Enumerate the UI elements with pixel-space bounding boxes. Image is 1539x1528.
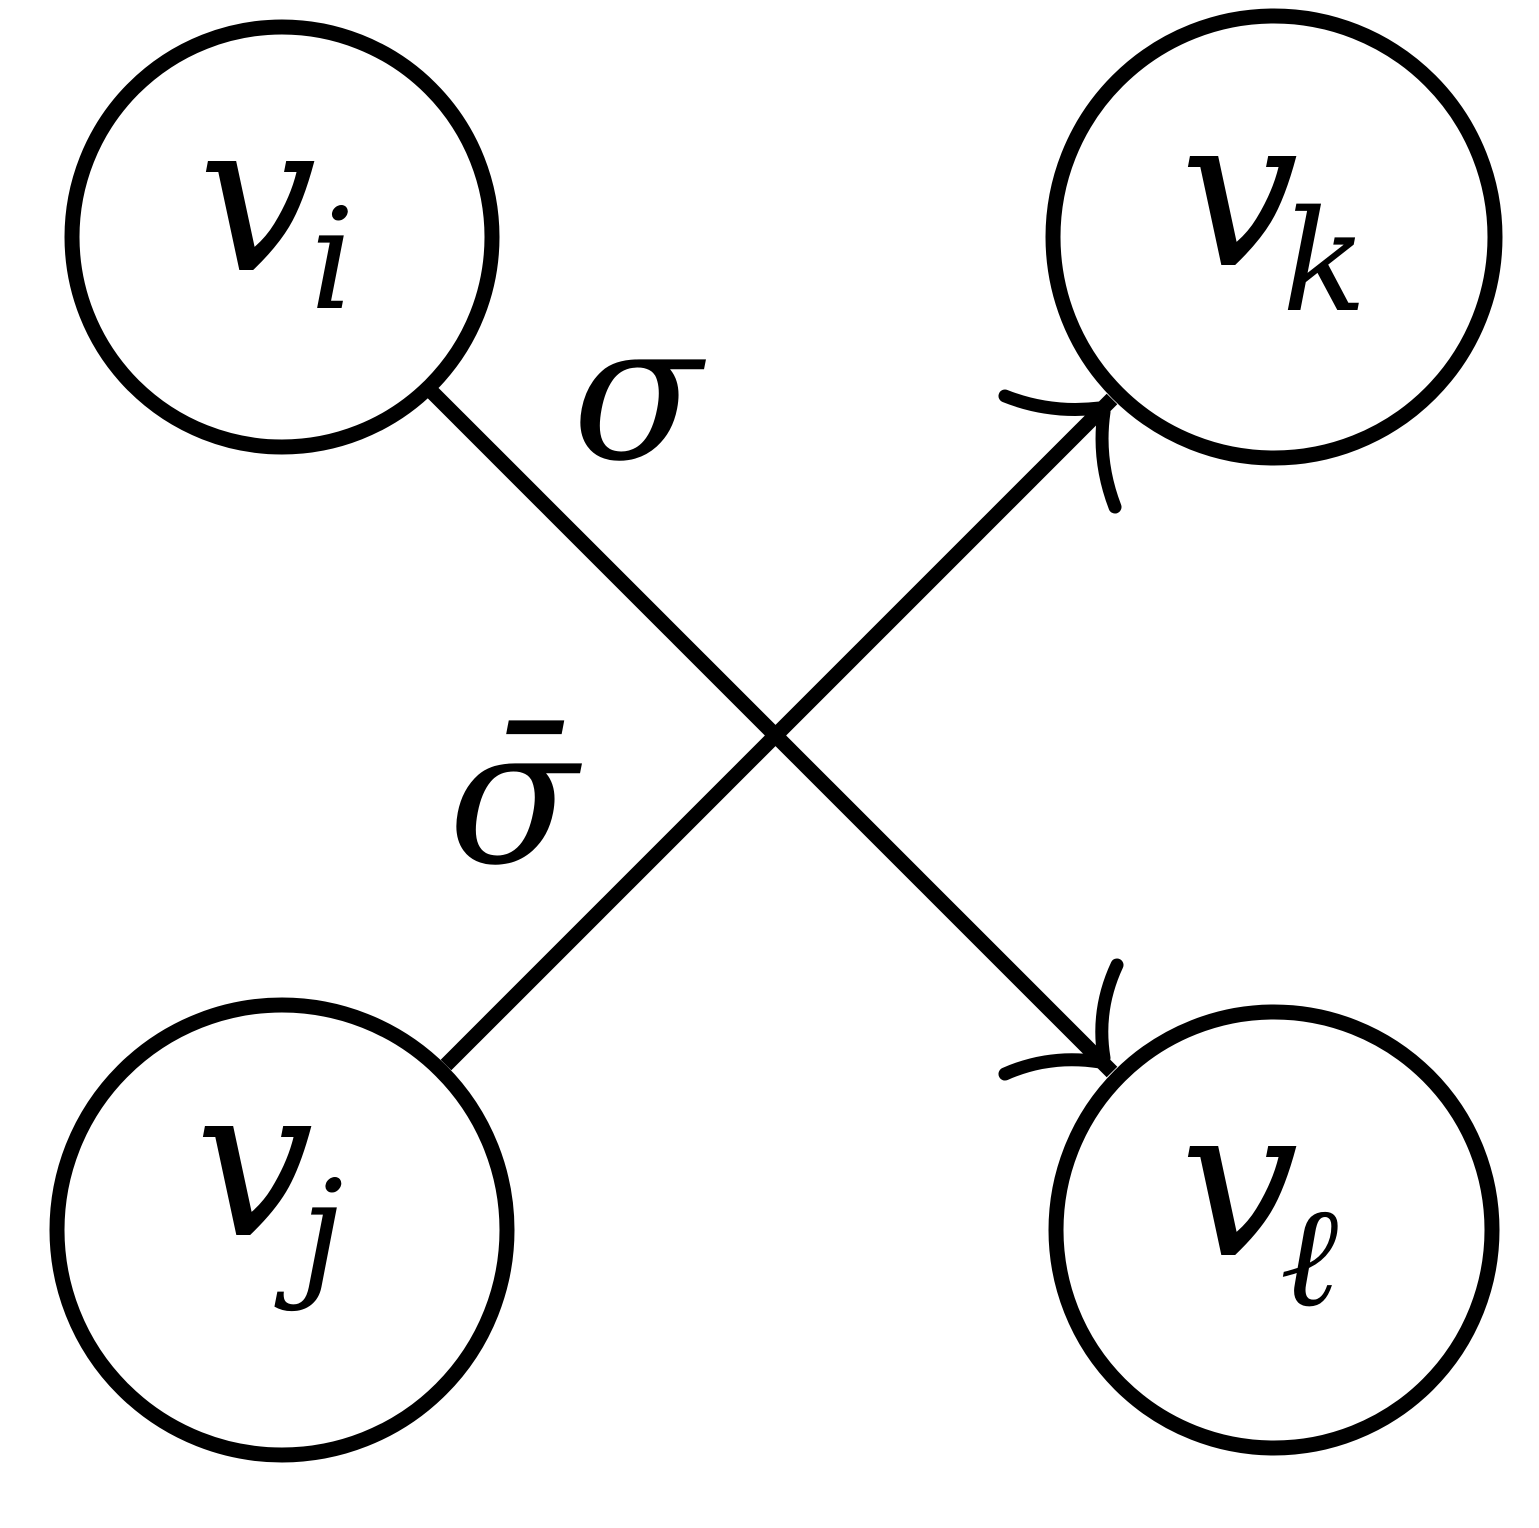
- node-vk: v k: [1045, 8, 1503, 466]
- node-vl: v ℓ: [1048, 1004, 1500, 1456]
- node-vi-subscript: i: [310, 179, 355, 342]
- node-vj-symbol: v: [195, 1040, 314, 1285]
- arrowhead-to-vk: [998, 389, 1122, 514]
- arrowhead-to-vl: [998, 958, 1124, 1081]
- node-vi: v i: [64, 19, 500, 455]
- node-vj: v j: [49, 997, 515, 1463]
- node-vl-symbol: v: [1180, 1060, 1299, 1305]
- edge-sigma-bar-label: σ̄: [448, 686, 582, 907]
- node-vk-symbol: v: [1180, 70, 1299, 315]
- edge-sigma-bar-line: [440, 393, 1118, 1071]
- edge-sigma-label: σ: [572, 282, 706, 503]
- node-vk-subscript: k: [1282, 181, 1367, 344]
- node-vi-symbol: v: [198, 75, 317, 320]
- node-vl-subscript: ℓ: [1280, 1176, 1338, 1339]
